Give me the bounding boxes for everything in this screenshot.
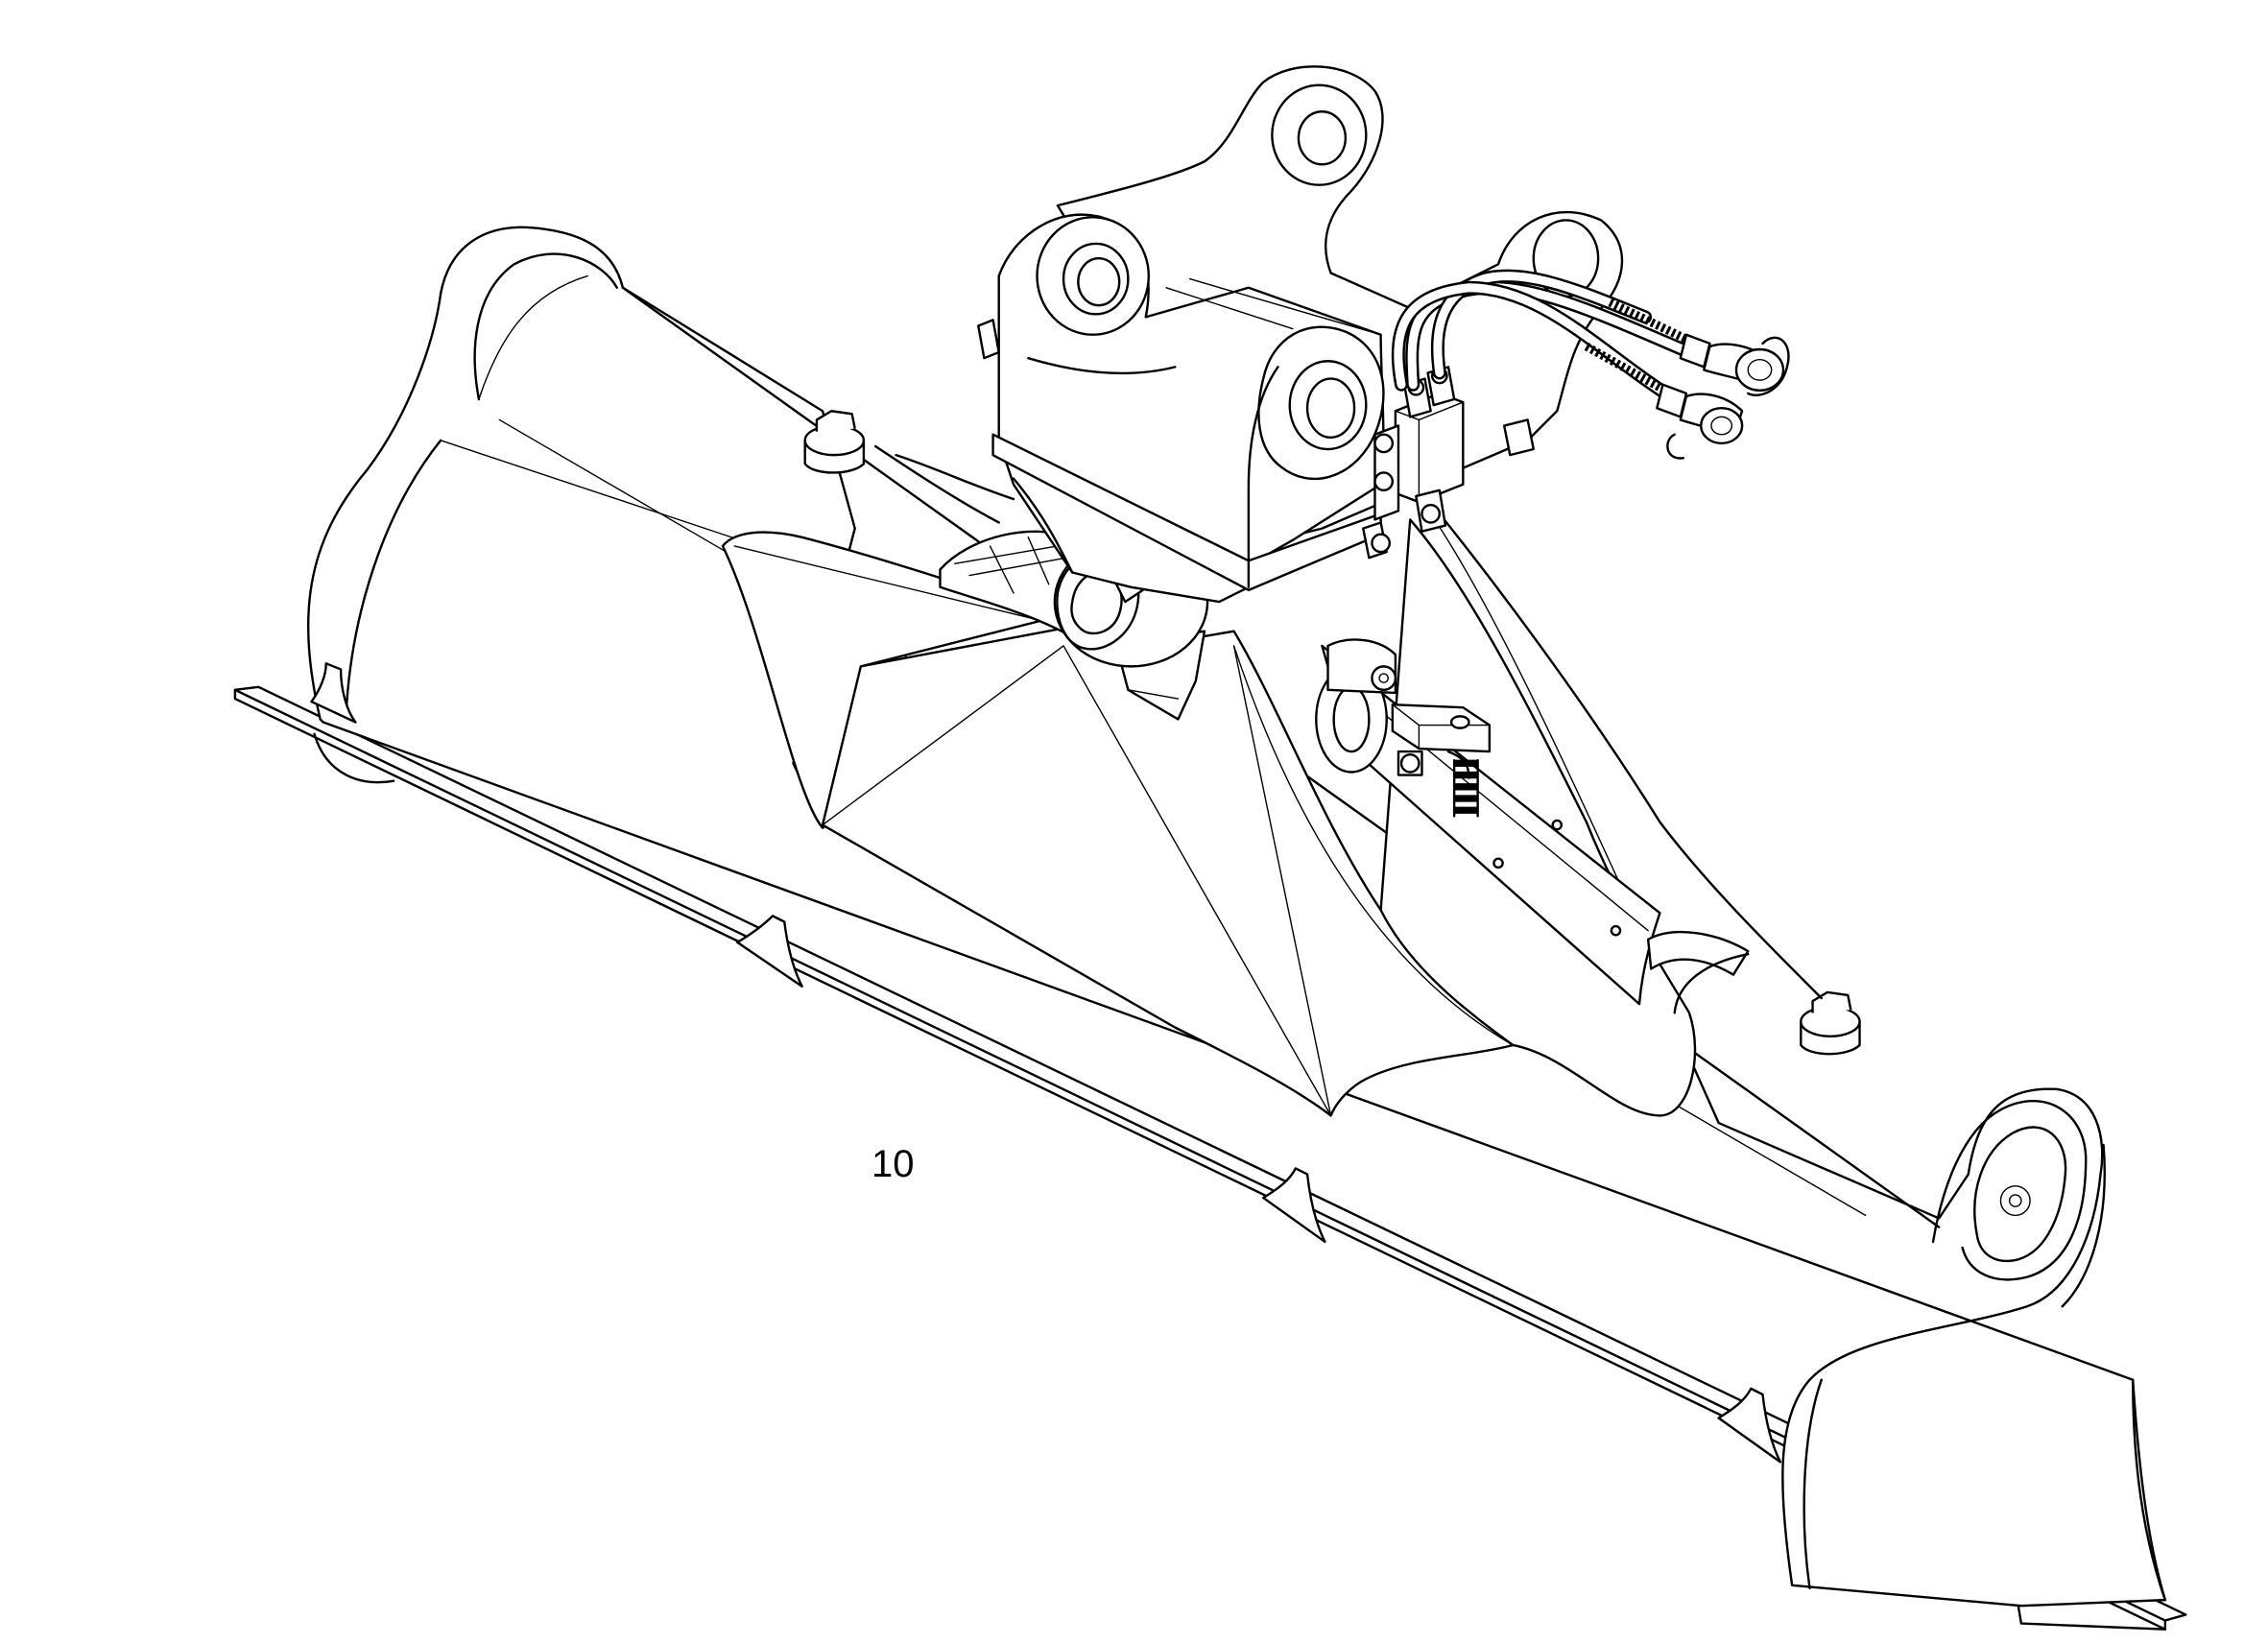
- bucket-bolts: [805, 411, 1860, 1054]
- part-callout-label: 10: [871, 1143, 915, 1185]
- teeth-adapters: [311, 663, 1779, 1462]
- coupler-bracket: [978, 66, 1622, 602]
- locking-block: [1393, 704, 1490, 816]
- spring: [1454, 760, 1477, 816]
- hydraulic-hoses: [1398, 276, 1789, 459]
